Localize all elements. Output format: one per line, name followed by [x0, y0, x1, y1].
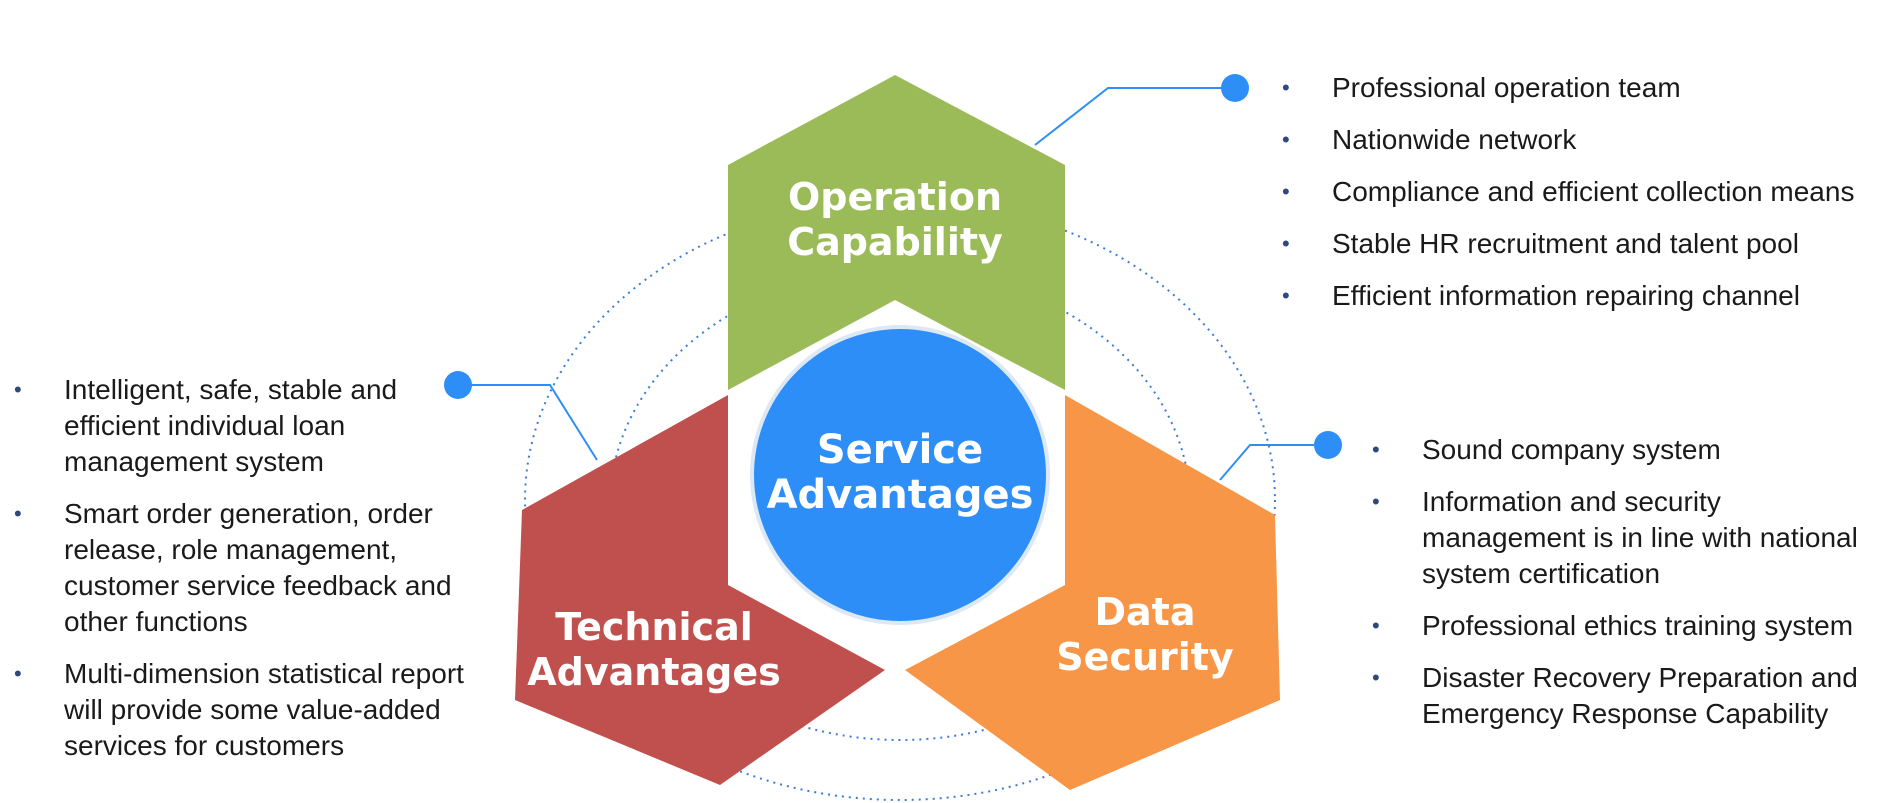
- operation-bullet: Professional operation team: [1282, 70, 1882, 106]
- security-bullet: Information and security management is i…: [1372, 484, 1892, 592]
- technical-bullet: Smart order generation, order release, r…: [14, 496, 484, 640]
- orbit-ring-outer: [524, 199, 1276, 801]
- security-connector-dot: [1314, 431, 1342, 459]
- center-circle: [750, 325, 1050, 625]
- center-title-line1: Service: [817, 427, 983, 473]
- security-title-line1: Data: [1095, 590, 1196, 634]
- operation-title-line1: Operation: [788, 175, 1002, 219]
- technical-bullet: Multi-dimension statistical report will …: [14, 656, 484, 764]
- operation-bullet: Efficient information repairing channel: [1282, 278, 1882, 314]
- operation-bullet-list: Professional operation team Nationwide n…: [1282, 70, 1882, 330]
- technical-advantages-hexagon: [515, 395, 885, 785]
- center-title-line2: Advantages: [767, 472, 1034, 518]
- security-title-line2: Security: [1056, 635, 1234, 679]
- operation-connector: [1034, 74, 1249, 146]
- technical-title-line2: Advantages: [527, 650, 780, 694]
- data-security-hexagon: [905, 395, 1280, 790]
- security-connector: [1219, 431, 1342, 481]
- operation-capability-hexagon: [728, 75, 1065, 390]
- operation-connector-dot: [1221, 74, 1249, 102]
- operation-bullet: Nationwide network: [1282, 122, 1882, 158]
- security-bullet: Disaster Recovery Preparation and Emerge…: [1372, 660, 1892, 732]
- technical-bullet-list: Intelligent, safe, stable and efficient …: [14, 372, 484, 780]
- security-bullet-list: Sound company system Information and sec…: [1372, 432, 1892, 748]
- operation-title-line2: Capability: [787, 220, 1003, 264]
- operation-bullet: Compliance and efficient collection mean…: [1282, 174, 1882, 210]
- technical-bullet: Intelligent, safe, stable and efficient …: [14, 372, 484, 480]
- operation-bullet: Stable HR recruitment and talent pool: [1282, 226, 1882, 262]
- security-bullet: Sound company system: [1372, 432, 1892, 468]
- technical-title-line1: Technical: [555, 605, 753, 649]
- security-bullet: Professional ethics training system: [1372, 608, 1892, 644]
